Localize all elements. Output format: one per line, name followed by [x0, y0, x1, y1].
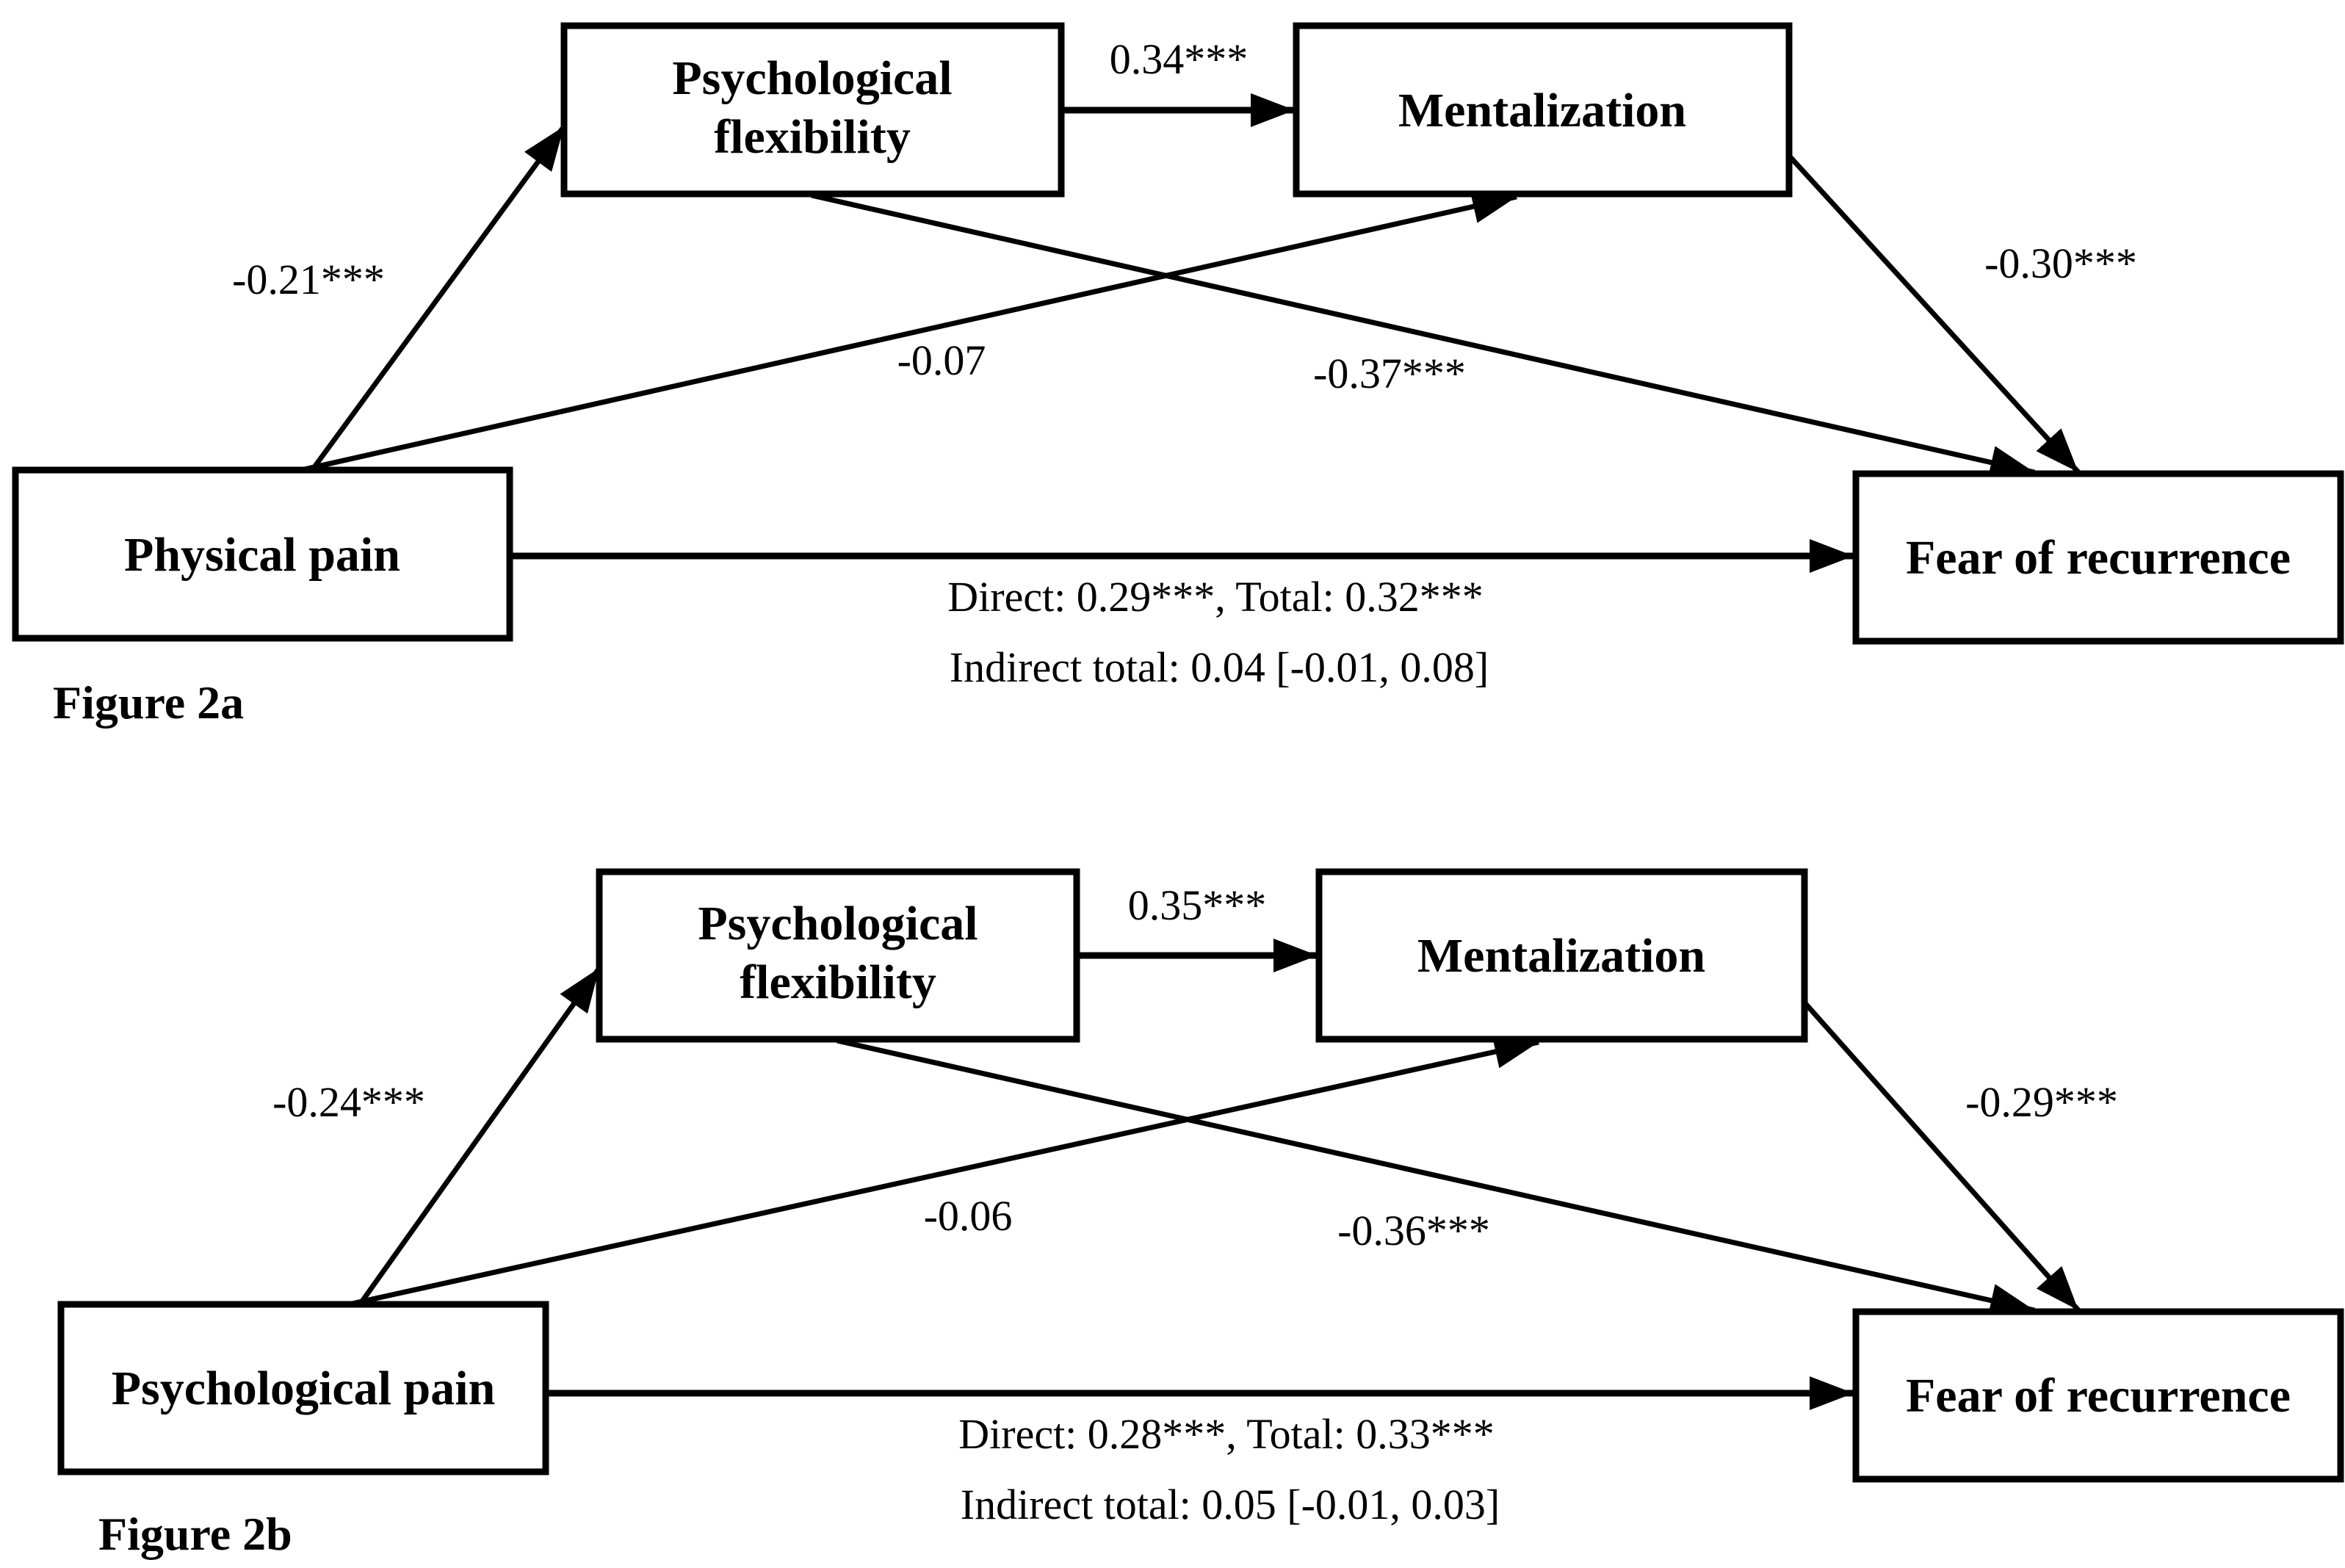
arrow-mentalization-to-outcome — [1802, 1000, 2081, 1312]
coef-predictor-to-flexibility: -0.21*** — [232, 256, 385, 303]
outcome-box — [1852, 1308, 2344, 1483]
outcome-box — [1852, 470, 2344, 645]
coef-predictor-to-mentalization: -0.06 — [924, 1192, 1013, 1240]
coef-flexibility-to-mentalization: 0.35*** — [1128, 881, 1267, 929]
arrow-flexibility-to-outcome — [811, 192, 2035, 480]
coef-flexibility-to-outcome: -0.37*** — [1313, 350, 1466, 397]
flexibility-box — [560, 22, 1065, 198]
direct-total-effects: Direct: 0.29***, Total: 0.32*** — [947, 573, 1483, 621]
predictor-box — [12, 466, 513, 642]
outcome-label: Fear of recurrence — [1906, 531, 2291, 585]
coef-mentalization-to-outcome: -0.29*** — [1965, 1078, 2118, 1126]
figure-2a-caption: Figure 2a — [53, 676, 244, 729]
flexibility-box — [596, 868, 1080, 1043]
flexibility-label-line1: Psychological — [698, 897, 978, 950]
indirect-total-effects: Indirect total: 0.05 [-0.01, 0.03] — [961, 1481, 1500, 1528]
mentalization-label: Mentalization — [1398, 84, 1686, 137]
arrow-predictor-to-flexibility — [358, 966, 601, 1307]
arrow-predictor-to-flexibility — [310, 124, 566, 472]
indirect-total-effects: Indirect total: 0.04 [-0.01, 0.08] — [950, 643, 1489, 691]
predictor-label: Physical pain — [124, 528, 400, 582]
figure-2b-caption: Figure 2b — [98, 1508, 292, 1560]
coef-flexibility-to-outcome: -0.36*** — [1337, 1207, 1490, 1254]
flexibility-label-line1: Psychological — [672, 51, 952, 105]
flexibility-label-line2: flexibility — [740, 955, 936, 1009]
flexibility-label-line2: flexibility — [714, 110, 911, 164]
coef-predictor-to-flexibility: -0.24*** — [272, 1078, 425, 1126]
arrow-flexibility-to-outcome — [837, 1038, 2035, 1318]
predictor-box — [57, 1301, 549, 1475]
arrow-mentalization-to-outcome — [1787, 153, 2081, 474]
mentalization-box — [1293, 22, 1793, 198]
coef-predictor-to-mentalization: -0.07 — [897, 336, 986, 384]
mentalization-box — [1315, 868, 1808, 1043]
figure-2a-diagram: Psychological flexibility Mentalization … — [12, 22, 2344, 729]
outcome-label: Fear of recurrence — [1906, 1369, 2291, 1423]
direct-total-effects: Direct: 0.28***, Total: 0.33*** — [958, 1410, 1494, 1458]
coef-mentalization-to-outcome: -0.30*** — [1984, 239, 2137, 287]
figure-2b-diagram: Psychological flexibility Mentalization … — [57, 868, 2344, 1560]
predictor-label: Psychological pain — [112, 1362, 496, 1415]
coef-flexibility-to-mentalization: 0.34*** — [1110, 35, 1249, 83]
arrow-predictor-to-mentalization — [348, 1035, 1539, 1307]
mentalization-label: Mentalization — [1417, 929, 1705, 983]
arrow-predictor-to-mentalization — [300, 189, 1517, 473]
